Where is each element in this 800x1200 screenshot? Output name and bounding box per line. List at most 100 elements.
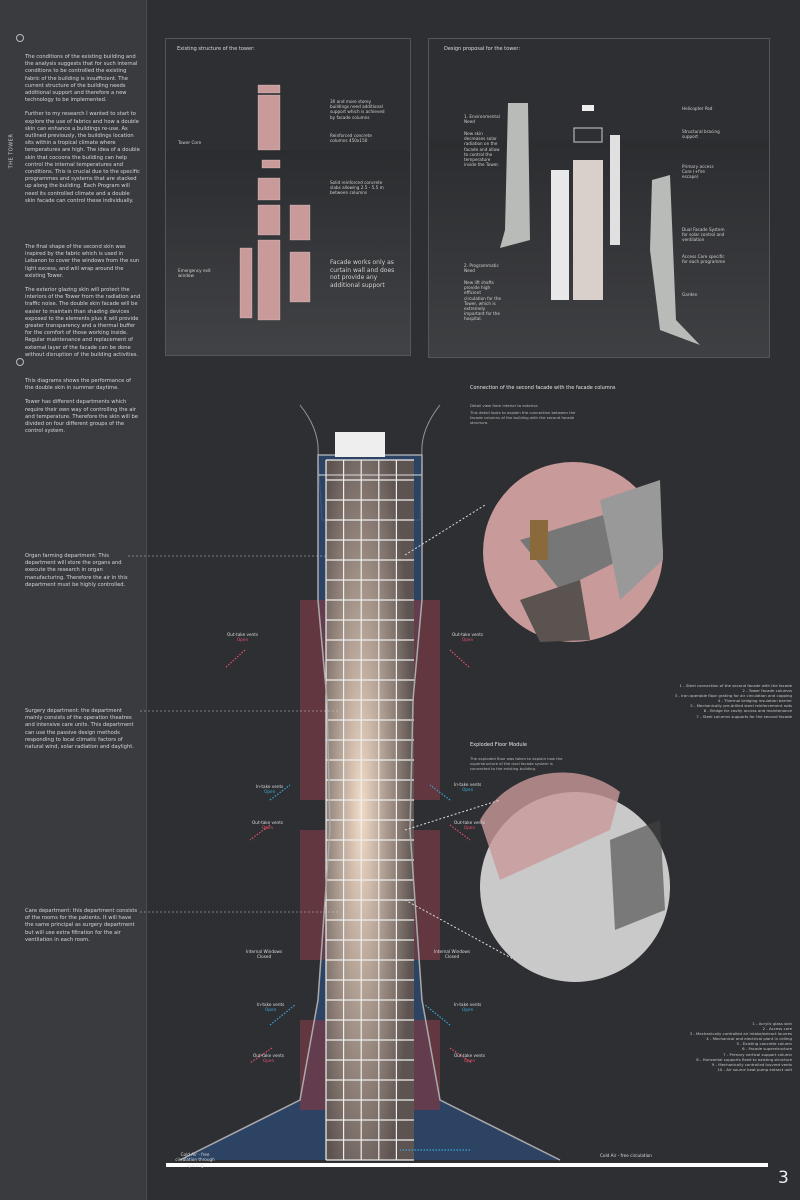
vent-name: In-take vents xyxy=(256,784,284,789)
existing-title: Existing structure of the tower: xyxy=(177,46,255,52)
vent-arrow xyxy=(269,1004,296,1026)
legend-item: 1 - Acrylic glass skin xyxy=(752,1021,792,1026)
tower-part xyxy=(257,177,281,201)
vent-name: Out-take vents xyxy=(452,632,484,637)
floor-grating xyxy=(600,480,663,600)
connection-subtitle: Detail view from interior to exterior: xyxy=(470,403,539,408)
side-panel: THE TOWER The conditions of the existing… xyxy=(0,0,147,1200)
vent-name: Out-take vents xyxy=(454,1053,486,1058)
skin-text: The final shape of the second skin was i… xyxy=(25,244,141,366)
exploded-title: Exploded Floor Module xyxy=(470,742,527,748)
legend-item: 2 - Tower facade columns xyxy=(742,688,792,694)
vent-arrow xyxy=(424,1004,451,1026)
vent-state: Open xyxy=(261,825,274,831)
vent-name: Out-take vents xyxy=(252,820,284,825)
tower-part xyxy=(257,94,281,151)
cold-air-label: Cold Air - free circulation through open… xyxy=(175,1152,215,1168)
vent-state: Open xyxy=(463,1058,476,1064)
legend-item: 4 - Mechanical and electrical plant in c… xyxy=(706,1036,792,1042)
vent-state: Open xyxy=(265,1007,277,1013)
paragraph: The final shape of the second skin was i… xyxy=(25,244,140,279)
tower-part xyxy=(257,84,281,94)
legend-item: 5 - Existing concrete column xyxy=(736,1041,792,1047)
label: Access Core specific for each programme xyxy=(682,254,726,265)
legend-item: 8 - Horizontal supports fixed to existin… xyxy=(696,1056,792,1062)
helipad xyxy=(582,105,594,111)
label: Helicopter Pad xyxy=(682,106,713,111)
design-proposal-panel xyxy=(428,38,770,358)
paragraph: Further to my research I wanted to start… xyxy=(25,111,140,204)
bullet-circle-icon xyxy=(16,34,24,42)
label: Dual Facade System for solar control and… xyxy=(682,227,725,243)
intro-text: The conditions of the existing building … xyxy=(25,54,141,212)
vent-arrow xyxy=(449,824,471,841)
vent-name: Out-take vents xyxy=(454,820,486,825)
label: 2. Programmatic Need xyxy=(464,263,499,274)
existing-structure-panel xyxy=(165,38,411,356)
diagram-text: This diagrams shows the performance of t… xyxy=(25,378,141,442)
connection-title: Connection of the second facade with the… xyxy=(470,385,616,391)
tower-facade xyxy=(326,460,414,1160)
surgery-text: Surgery department: the department mainl… xyxy=(25,708,134,751)
vent-arrow xyxy=(449,649,471,669)
legend-item: 4 - Thermal bridging insulation barrier xyxy=(717,698,792,704)
leader-line xyxy=(404,899,516,961)
legend-item: 3 - Iron operable floor grating for air … xyxy=(674,693,792,699)
skin-outline-left xyxy=(179,455,331,1161)
insulation-barrier xyxy=(530,520,548,560)
label: 30 and more storey buildings need additi… xyxy=(330,99,385,120)
vent-name: Out-take vents xyxy=(227,632,259,637)
pink-sky xyxy=(480,772,620,880)
helipad-structure xyxy=(335,432,385,457)
vent-name: In-take vents xyxy=(454,1002,482,1007)
tower-part xyxy=(261,159,281,169)
tower-part xyxy=(257,204,281,236)
label: Emergency exit window xyxy=(178,268,211,279)
vent-state: Open xyxy=(461,637,474,643)
vent-state: Closed xyxy=(445,954,460,960)
label: Facade works only as curtain wall and do… xyxy=(330,259,395,289)
legend-item: 7 - Primary vertical support column xyxy=(723,1051,792,1057)
vent-state: Closed xyxy=(257,954,272,960)
label: Structural bracing support xyxy=(682,129,720,140)
paragraph: The conditions of the existing building … xyxy=(25,54,138,104)
dual-facade xyxy=(650,175,700,345)
city-backdrop xyxy=(166,150,410,355)
exploded-legend: 1 - Acrylic glass skin 2 - Access core 3… xyxy=(622,1021,792,1072)
legend-item: 1 - Steel connection of the second facad… xyxy=(679,683,792,688)
care-text: Care department: this department consist… xyxy=(25,908,138,943)
label: Garden xyxy=(682,292,698,297)
lift-shaft xyxy=(551,170,569,300)
vent-state: Open xyxy=(463,825,476,831)
tower-part xyxy=(239,247,253,319)
tower-part xyxy=(289,204,311,241)
proposal-title: Design proposal for the tower: xyxy=(444,46,521,52)
vent-name: Internal Windows xyxy=(246,949,283,954)
vent-state: Open xyxy=(462,1007,474,1013)
paragraph: The exterior glazing skin will protect t… xyxy=(25,287,141,358)
paragraph: This diagrams shows the performance of t… xyxy=(25,378,131,392)
label: 1. Environmental Need xyxy=(464,114,500,125)
page-number: 3 xyxy=(778,1168,789,1188)
environmental-skin xyxy=(500,103,530,248)
bullet-circle-icon xyxy=(16,358,24,366)
vent-name: In-take vents xyxy=(257,1002,285,1007)
vent-arrow xyxy=(224,649,246,669)
leader-line xyxy=(404,799,501,831)
vent-name: In-take vents xyxy=(454,782,482,787)
vent-state: Open xyxy=(236,637,249,643)
legend-item: 2 - Access core xyxy=(762,1026,792,1032)
bracing xyxy=(573,127,603,143)
tower-part xyxy=(289,251,311,303)
